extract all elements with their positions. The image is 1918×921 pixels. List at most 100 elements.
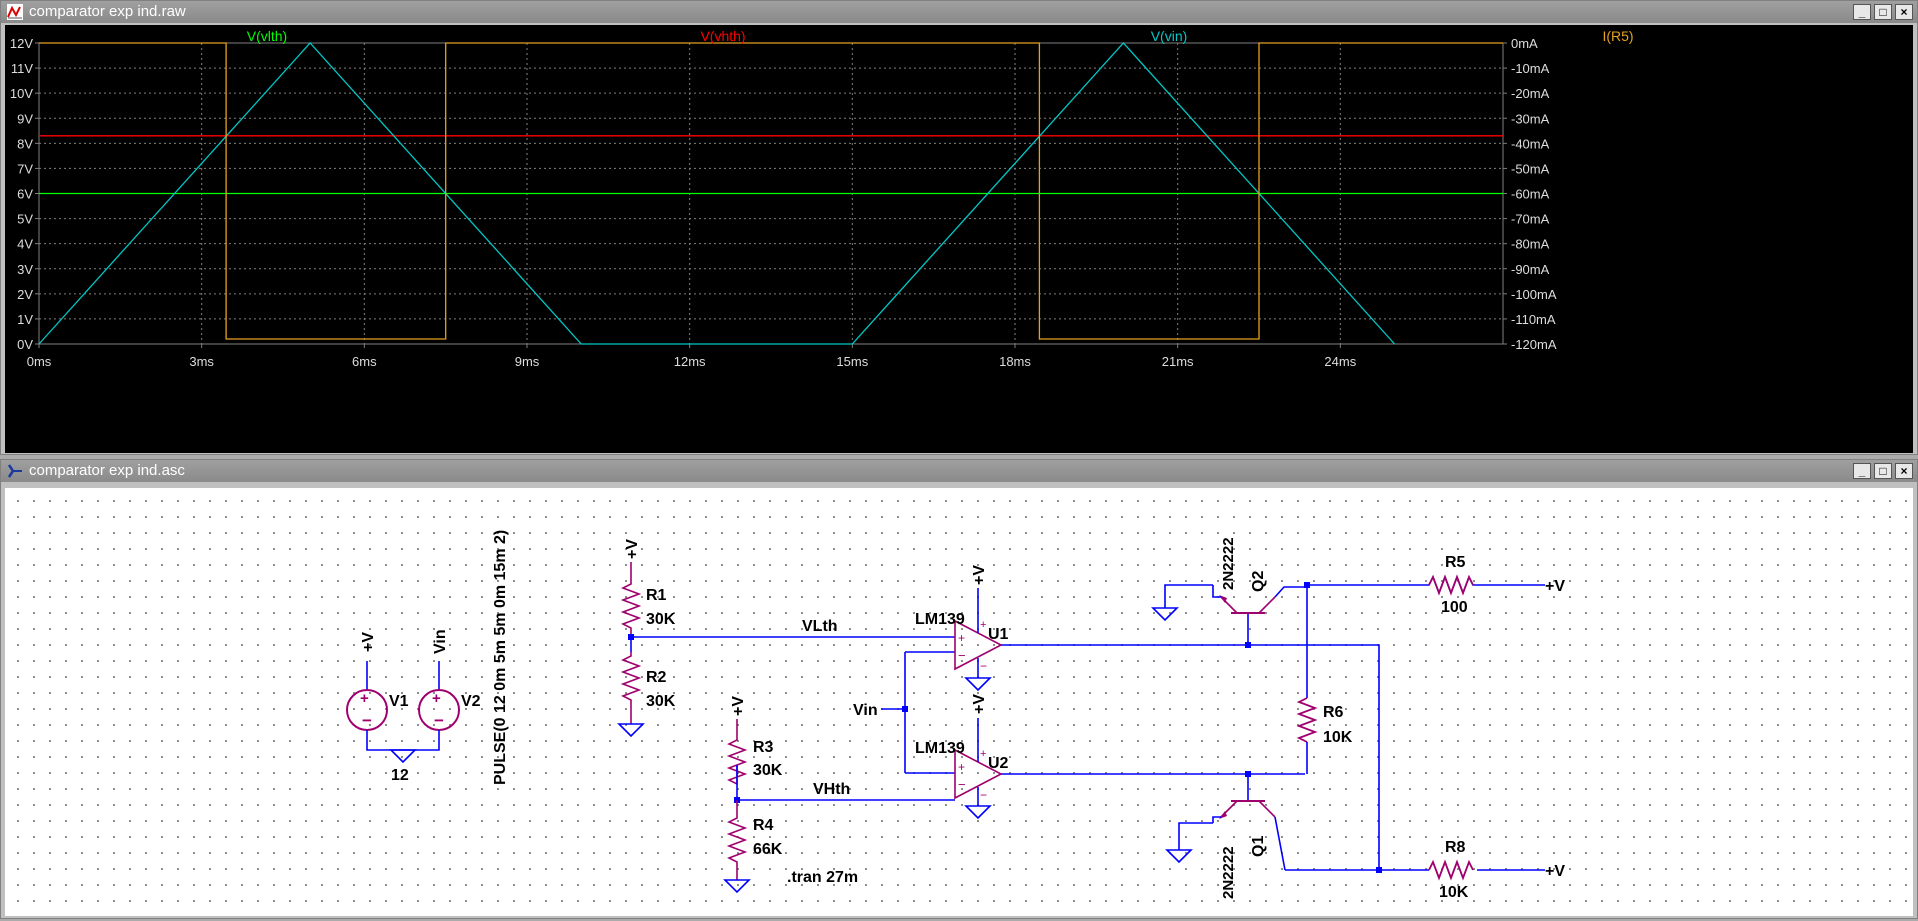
y-left-tick-label: 3V [17, 262, 33, 277]
y-left-tick-label: 1V [17, 312, 33, 327]
r4-value-label: 66K [753, 841, 783, 858]
x-tick-label: 15ms [836, 354, 868, 369]
resistor-r5[interactable] [1428, 574, 1474, 596]
pulse-spec-label: PULSE(0 12 0m 5m 5m 0m 15m 2) [492, 530, 509, 785]
v2-ref-label: V2 [461, 693, 481, 710]
svg-text:−: − [980, 659, 987, 673]
tran-directive-label[interactable]: .tran 27m [787, 869, 858, 886]
r5-ref-label: R5 [1445, 554, 1466, 571]
y-left-tick-label: 4V [17, 237, 33, 252]
svg-text:−: − [980, 788, 987, 802]
comparator-u1[interactable]: + − + − [954, 588, 1003, 678]
transistor-q2[interactable] [1212, 585, 1307, 645]
y-left-tick-label: 6V [17, 187, 33, 202]
y-right-tick-label: -10mA [1511, 61, 1550, 76]
q2-ref-label: Q2 [1250, 571, 1267, 592]
resistor-r6[interactable] [1296, 697, 1318, 743]
minimize-button[interactable]: _ [1853, 463, 1871, 479]
svg-text:+: + [958, 760, 965, 774]
transistor-q1[interactable] [1212, 774, 1286, 871]
y-left-tick-label: 10V [10, 86, 33, 101]
resistor-r3[interactable] [726, 719, 748, 786]
schematic-app-icon [7, 464, 22, 478]
r8-value-label: 10K [1439, 884, 1469, 901]
y-right-tick-label: -30mA [1511, 111, 1550, 126]
x-tick-label: 3ms [189, 354, 214, 369]
legend-ir5[interactable]: I(R5) [1602, 28, 1633, 44]
plot-window-controls: _ □ × [1853, 4, 1913, 20]
r3-supply-label: +V [730, 696, 747, 716]
close-button[interactable]: × [1895, 463, 1913, 479]
ground-q2 [1152, 607, 1178, 621]
maximize-button[interactable]: □ [1874, 4, 1892, 20]
legend-vvin[interactable]: V(vin) [1151, 28, 1188, 44]
ground-v [390, 749, 416, 763]
resistor-r8[interactable] [1428, 859, 1474, 881]
voltage-source-v1[interactable]: + − +V V1 [346, 632, 409, 736]
plot-window-title: comparator exp ind.raw [29, 3, 186, 20]
ground-q1 [1166, 849, 1192, 863]
minimize-button[interactable]: _ [1853, 4, 1871, 20]
u2-part-label: LM139 [915, 740, 965, 757]
plot-window-titlebar[interactable]: comparator exp ind.raw _ □ × [1, 1, 1917, 23]
y-left-tick-label: 2V [17, 287, 33, 302]
ground-u2 [965, 805, 991, 819]
resistor-r1[interactable] [620, 562, 642, 637]
svg-text:+: + [980, 748, 986, 760]
y-right-tick-label: -70mA [1511, 212, 1550, 227]
v1-ref-label: V1 [389, 693, 409, 710]
voltage-source-v2[interactable]: + − Vin V2 [418, 629, 481, 736]
svg-text:+: + [980, 619, 986, 631]
vhth-net-label: VHth [813, 781, 850, 798]
y-left-tick-label: 7V [17, 161, 33, 176]
ground-r4 [724, 879, 750, 893]
close-button[interactable]: × [1895, 4, 1913, 20]
svg-text:+: + [958, 631, 965, 645]
r4-ref-label: R4 [753, 817, 774, 834]
q1-ref-label: Q1 [1250, 836, 1267, 857]
legend-vvlth[interactable]: V(vlth) [247, 28, 287, 44]
resistor-r4[interactable] [726, 800, 748, 880]
schematic-drawing[interactable]: + − +V V1 + − Vin V2 12 PULSE(0 12 0m 5m… [5, 488, 1915, 916]
r1-value-label: 30K [646, 611, 676, 628]
y-right-tick-label: -110mA [1511, 312, 1556, 327]
u1-ref-label: U1 [988, 626, 1009, 643]
y-left-tick-label: 12V [10, 36, 33, 51]
wire-vin [881, 651, 955, 774]
r5-value-label: 100 [1441, 599, 1468, 616]
legend-vvhth[interactable]: V(vhth) [700, 28, 745, 44]
y-right-tick-label: -60mA [1511, 187, 1550, 202]
schematic-canvas[interactable]: + − +V V1 + − Vin V2 12 PULSE(0 12 0m 5m… [5, 488, 1913, 916]
y-right-tick-label: -40mA [1511, 136, 1550, 151]
resistor-r2[interactable] [620, 652, 642, 724]
r2-ref-label: R2 [646, 669, 667, 686]
q2-part-label: 2N2222 [1220, 537, 1237, 590]
maximize-button[interactable]: □ [1874, 463, 1892, 479]
schematic-window-controls: _ □ × [1853, 463, 1913, 479]
svg-text:−: − [434, 711, 444, 730]
y-left-tick-label: 0V [17, 337, 33, 352]
r6-ref-label: R6 [1323, 704, 1344, 721]
x-tick-label: 18ms [999, 354, 1031, 369]
comparator-u2[interactable]: + − + − [954, 718, 1003, 806]
q1-part-label: 2N2222 [1220, 846, 1237, 899]
r3-ref-label: R3 [753, 739, 774, 756]
schematic-window: comparator exp ind.asc _ □ × + − +V V1 [0, 459, 1918, 919]
schematic-window-titlebar[interactable]: comparator exp ind.asc _ □ × [1, 460, 1917, 482]
y-right-tick-label: -20mA [1511, 86, 1550, 101]
svg-text:−: − [362, 711, 372, 730]
v2-node-label: Vin [432, 629, 449, 654]
vin-net-label: Vin [853, 702, 878, 719]
u1-part-label: LM139 [915, 611, 965, 628]
r1-supply-label: +V [624, 539, 641, 559]
waveform-app-icon [7, 4, 23, 20]
x-tick-label: 21ms [1162, 354, 1194, 369]
schematic-window-title: comparator exp ind.asc [29, 462, 185, 479]
v1-plus-label: +V [360, 632, 377, 652]
svg-text:−: − [958, 777, 966, 792]
